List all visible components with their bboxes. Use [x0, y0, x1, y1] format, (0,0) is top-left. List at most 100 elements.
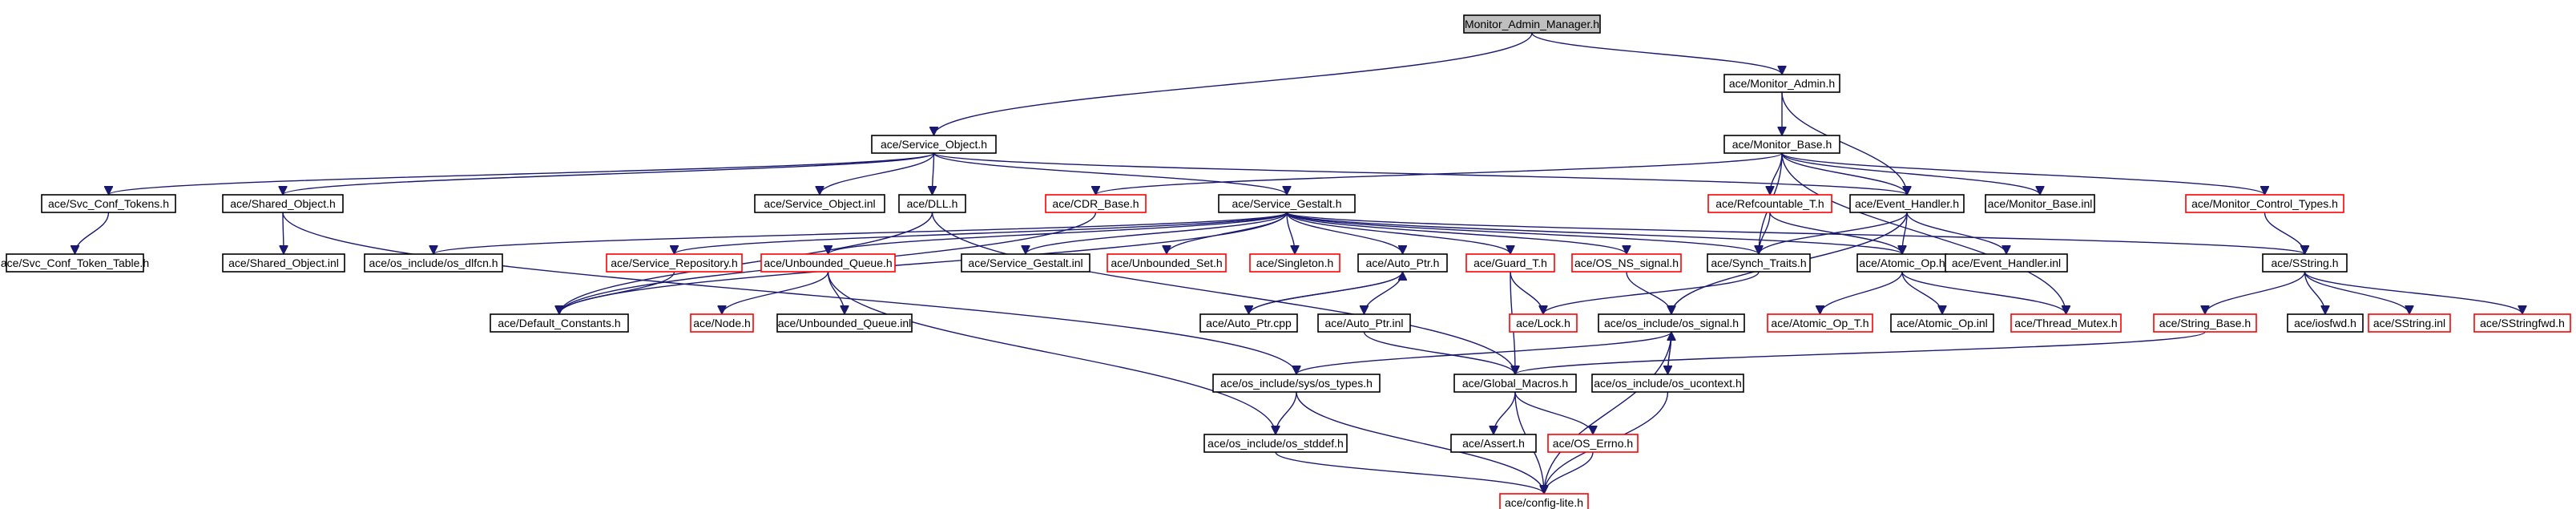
node-ace-default-constants-h[interactable]: ace/Default_Constants.h — [490, 313, 629, 333]
node-ace-os-include-os-dlfcn-h[interactable]: ace/os_include/os_dlfcn.h — [364, 253, 503, 273]
node-ace-atomic-op-t-h[interactable]: ace/Atomic_Op_T.h — [1767, 313, 1873, 333]
dependency-edge-ace-service-gestalt-h-to-ace-sstring-h — [1286, 212, 2305, 255]
node-ace-service-gestalt-h[interactable]: ace/Service_Gestalt.h — [1218, 194, 1356, 213]
node-ace-lock-h[interactable]: ace/Lock.h — [1509, 313, 1578, 333]
node-box — [2368, 313, 2451, 333]
node-box — [871, 135, 997, 154]
node-ace-monitor-base-inl[interactable]: ace/Monitor_Base.inl — [1985, 194, 2095, 213]
node-ace-unbounded-queue-inl[interactable]: ace/Unbounded_Queue.inl — [776, 313, 913, 333]
node-box — [490, 313, 629, 333]
node-ace-atomic-op-inl[interactable]: ace/Atomic_Op.inl — [1890, 313, 1994, 333]
node-box — [1849, 194, 1965, 213]
dependency-edge-ace-service-object-h-to-ace-event-handler-h — [933, 152, 1908, 196]
node-ace-event-handler-inl[interactable]: ace/Event_Handler.inl — [1945, 253, 2068, 273]
dependency-edge-ace-service-gestalt-h-to-ace-atomic-op-h — [1286, 212, 1902, 255]
dependency-edge-ace-synch-traits-h-to-ace-lock-h — [1543, 271, 1760, 315]
node-ace-monitor-base-h[interactable]: ace/Monitor_Base.h — [1723, 135, 1840, 154]
node-label: ace/Event_Handler.inl — [1952, 257, 2061, 269]
node-ace-os-errno-h[interactable]: ace/OS_Errno.h — [1547, 434, 1639, 453]
node-ace-service-object-h[interactable]: ace/Service_Object.h — [871, 135, 997, 154]
dependency-edge-monitor-admin-manager-h-to-ace-monitor-admin-h — [1531, 32, 1782, 75]
node-ace-event-handler-h[interactable]: ace/Event_Handler.h — [1849, 194, 1965, 213]
dependency-edge-ace-unbounded-queue-h-to-ace-os-include-os-stddef-h — [827, 271, 1276, 434]
node-label: ace/String_Base.h — [2159, 317, 2251, 329]
node-ace-svc-conf-token-table-h[interactable]: ace/Svc_Conf_Token_Table.h — [1, 253, 149, 273]
dependency-edge-ace-service-gestalt-h-to-ace-synch-traits-h — [1286, 212, 1759, 255]
node-box — [1707, 194, 1832, 213]
node-ace-assert-h[interactable]: ace/Assert.h — [1450, 434, 1537, 453]
node-ace-os-include-os-ucontext-h[interactable]: ace/os_include/os_ucontext.h — [1591, 374, 1744, 393]
node-box — [1499, 493, 1589, 509]
node-ace-atomic-op-h[interactable]: ace/Atomic_Op.h — [1856, 253, 1948, 273]
node-ace-service-gestalt-inl[interactable]: ace/Service_Gestalt.inl — [961, 253, 1090, 273]
node-box — [1509, 313, 1578, 333]
dependency-edge-ace-event-handler-h-to-ace-event-handler-inl — [1906, 212, 2006, 255]
node-label: ace/Service_Object.h — [881, 138, 987, 151]
node-ace-os-include-sys-os-types-h[interactable]: ace/os_include/sys/os_types.h — [1212, 374, 1381, 393]
node-ace-global-macros-h[interactable]: ace/Global_Macros.h — [1453, 374, 1577, 393]
node-label: ace/Assert.h — [1462, 437, 1525, 450]
node-ace-monitor-admin-h[interactable]: ace/Monitor_Admin.h — [1723, 74, 1840, 93]
node-label: ace/OS_NS_signal.h — [1574, 257, 1679, 269]
node-ace-shared-object-inl[interactable]: ace/Shared_Object.inl — [222, 253, 345, 273]
node-ace-auto-ptr-h[interactable]: ace/Auto_Ptr.h — [1357, 253, 1448, 273]
node-ace-refcountable-t-h[interactable]: ace/Refcountable_T.h — [1707, 194, 1832, 213]
node-box — [1591, 374, 1744, 393]
node-box — [1107, 253, 1227, 273]
node-ace-config-lite-h[interactable]: ace/config-lite.h — [1499, 493, 1589, 509]
node-ace-singleton-h[interactable]: ace/Singleton.h — [1249, 253, 1340, 273]
node-ace-svc-conf-tokens-h[interactable]: ace/Svc_Conf_Tokens.h — [41, 194, 176, 213]
node-label: ace/Svc_Conf_Token_Table.h — [1, 257, 149, 269]
dependency-edge-ace-event-handler-h-to-ace-atomic-op-h — [1902, 212, 1908, 254]
dependency-edge-ace-global-macros-h-to-ace-os-errno-h — [1514, 391, 1593, 435]
dependency-edge-ace-service-gestalt-h-to-ace-auto-ptr-h — [1286, 212, 1403, 255]
node-ace-node-h[interactable]: ace/Node.h — [690, 313, 754, 333]
dependency-edge-ace-monitor-control-types-h-to-ace-sstring-h — [2264, 212, 2305, 255]
node-ace-synch-traits-h[interactable]: ace/Synch_Traits.h — [1707, 253, 1811, 273]
node-ace-os-include-os-signal-h[interactable]: ace/os_include/os_signal.h — [1598, 313, 1745, 333]
node-ace-sstringfwd-h[interactable]: ace/SStringfwd.h — [2473, 313, 2571, 333]
node-box — [2287, 313, 2364, 333]
node-label: ace/OS_Errno.h — [1553, 437, 1633, 450]
node-label: ace/Shared_Object.h — [230, 197, 336, 210]
node-ace-string-base-h[interactable]: ace/String_Base.h — [2153, 313, 2257, 333]
node-box — [1723, 74, 1840, 93]
dependency-edge-ace-auto-ptr-cpp-to-ace-auto-ptr-h — [1248, 271, 1403, 315]
node-ace-os-ns-signal-h[interactable]: ace/OS_NS_signal.h — [1571, 253, 1682, 273]
node-box — [1045, 194, 1147, 213]
node-label: ace/Service_Object.inl — [764, 197, 875, 210]
dependency-edge-ace-unbounded-queue-h-to-ace-node-h — [722, 271, 829, 315]
node-monitor-admin-manager-h[interactable]: Monitor_Admin_Manager.h — [1463, 14, 1601, 34]
node-ace-thread-mutex-h[interactable]: ace/Thread_Mutex.h — [2010, 313, 2122, 333]
node-ace-guard-t-h[interactable]: ace/Guard_T.h — [1465, 253, 1555, 273]
node-label: ace/Shared_Object.inl — [228, 257, 339, 269]
node-ace-dll-h[interactable]: ace/DLL.h — [898, 194, 966, 213]
dependency-edge-ace-os-include-os-signal-h-to-ace-config-lite-h — [1544, 331, 1672, 494]
node-ace-service-object-inl[interactable]: ace/Service_Object.inl — [754, 194, 885, 213]
node-ace-cdr-base-h[interactable]: ace/CDR_Base.h — [1045, 194, 1147, 213]
node-ace-monitor-control-types-h[interactable]: ace/Monitor_Control_Types.h — [2185, 194, 2344, 213]
dependency-edge-ace-monitor-base-h-to-ace-thread-mutex-h — [1781, 152, 2066, 314]
node-box — [776, 313, 913, 333]
node-box — [2473, 313, 2571, 333]
node-ace-service-repository-h[interactable]: ace/Service_Repository.h — [606, 253, 743, 273]
dependency-edge-ace-global-macros-h-to-ace-assert-h — [1494, 391, 1516, 435]
node-box — [1465, 253, 1555, 273]
node-ace-sstring-h[interactable]: ace/SString.h — [2262, 253, 2348, 273]
node-ace-auto-ptr-inl[interactable]: ace/Auto_Ptr.inl — [1317, 313, 1411, 333]
dependency-edge-ace-sstring-h-to-ace-sstring-inl — [2304, 271, 2410, 315]
node-label: ace/CDR_Base.h — [1052, 197, 1139, 210]
node-ace-sstring-inl[interactable]: ace/SString.inl — [2368, 313, 2451, 333]
node-label: ace/Synch_Traits.h — [1711, 257, 1806, 269]
node-box — [1453, 374, 1577, 393]
node-ace-os-include-os-stddef-h[interactable]: ace/os_include/os_stddef.h — [1203, 434, 1348, 453]
dependency-edge-ace-service-gestalt-h-to-ace-unbounded-queue-h — [828, 212, 1288, 255]
node-ace-unbounded-set-h[interactable]: ace/Unbounded_Set.h — [1107, 253, 1227, 273]
dependency-edge-ace-service-gestalt-h-to-ace-service-repository-h — [675, 212, 1288, 255]
node-ace-auto-ptr-cpp[interactable]: ace/Auto_Ptr.cpp — [1199, 313, 1298, 333]
node-ace-iosfwd-h[interactable]: ace/iosfwd.h — [2287, 313, 2364, 333]
node-label: ace/Thread_Mutex.h — [2014, 317, 2117, 329]
node-ace-shared-object-h[interactable]: ace/Shared_Object.h — [222, 194, 344, 213]
dependency-edge-ace-service-object-h-to-ace-service-object-inl — [820, 152, 935, 196]
node-ace-unbounded-queue-h[interactable]: ace/Unbounded_Queue.h — [760, 253, 896, 273]
